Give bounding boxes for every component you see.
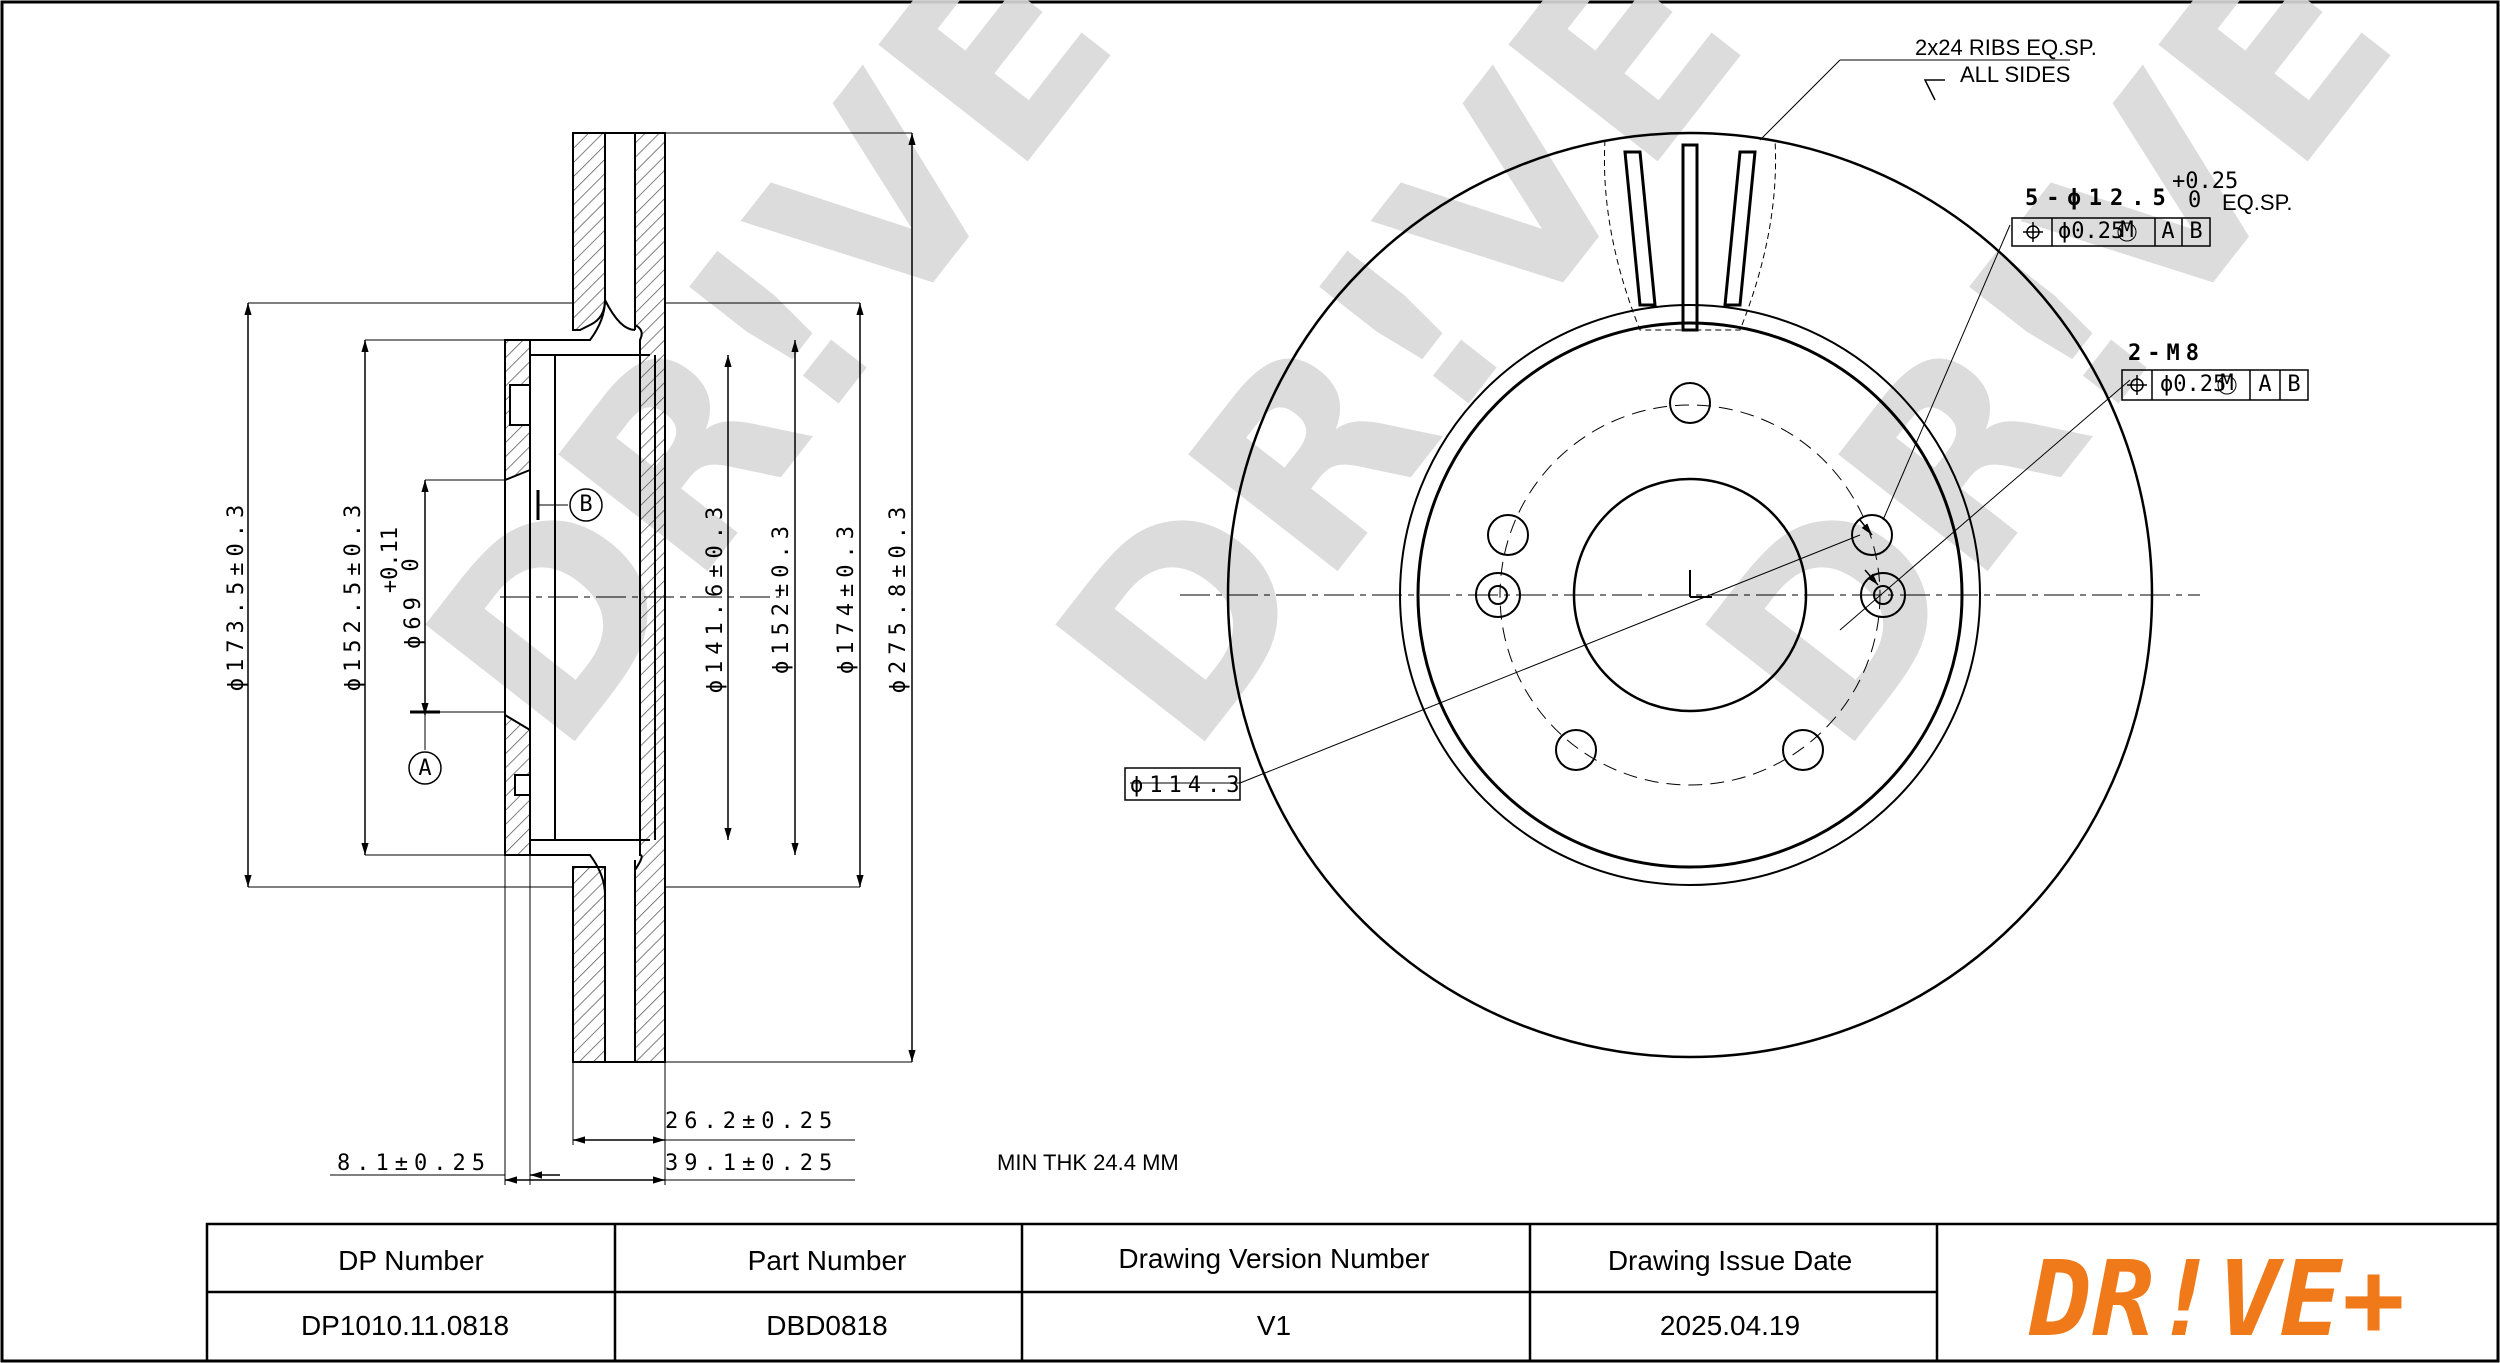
dim-152-5: ϕ152.5±0.3 <box>341 499 366 691</box>
watermark-group: DR!VE+ DR!VE+ DR!VE+ <box>371 0 2500 798</box>
rib <box>1623 150 1657 307</box>
value-dp-number: DP1010.11.0818 <box>301 1310 509 1341</box>
dim-141-6: ϕ141.6±0.3 <box>703 501 728 693</box>
value-drawing-version: V1 <box>1257 1310 1291 1341</box>
holes-eqsp: EQ.SP. <box>2222 190 2293 215</box>
header-drawing-version: Drawing Version Number <box>1118 1243 1429 1274</box>
dim-174: ϕ174±0.3 <box>834 520 859 674</box>
bolt-hole <box>1555 729 1597 771</box>
rib <box>1723 150 1757 307</box>
threaded-hole-inner <box>1488 585 1508 605</box>
dim-69-tol-lower: 0 <box>399 558 424 571</box>
thread-fcf-tol: ϕ0.25 <box>2160 372 2226 397</box>
threaded-hole-inner <box>1873 585 1893 605</box>
fcf-threads <box>2121 369 2309 401</box>
thread-fcf-datum-a: A <box>2258 372 2271 397</box>
title-block <box>205 1222 2500 1363</box>
dim-39-1: 39.1±0.25 <box>665 1151 838 1176</box>
dim-173-5: ϕ173.5±0.3 <box>224 499 249 691</box>
min-thickness-note: MIN THK 24.4 MM <box>997 1150 1179 1175</box>
header-issue-date: Drawing Issue Date <box>1608 1245 1852 1276</box>
holes-tol-upper: +0.25 <box>2172 169 2238 194</box>
watermark-right: DR!VE+ <box>1651 0 2500 798</box>
bolt-hole <box>1782 729 1824 771</box>
bolt-hole <box>1487 514 1529 556</box>
dim-26-2: 26.2±0.25 <box>665 1109 838 1134</box>
holes-fcf-mod: M <box>2120 218 2133 243</box>
front-view <box>1124 59 2309 1059</box>
datum-a-label: A <box>418 756 431 781</box>
datum-a-circle <box>408 751 442 785</box>
pcd-label: ϕ114.3 <box>1130 773 1245 798</box>
ribs-note-line2: ALL SIDES <box>1960 62 2070 87</box>
holes-fcf-datum-a: A <box>2161 219 2174 244</box>
thread-note: 2-M8 <box>2128 341 2205 366</box>
header-dp-number: DP Number <box>338 1245 484 1276</box>
fcf-holes <box>2011 217 2211 247</box>
dim-8-1: 8.1±0.25 <box>337 1151 491 1176</box>
value-issue-date: 2025.04.19 <box>1660 1310 1800 1341</box>
side-section-view <box>244 132 916 1185</box>
ribs-note-line1: 2x24 RIBS EQ.SP. <box>1915 35 2097 60</box>
holes-tol-lower: 0 <box>2188 188 2201 213</box>
thread-fcf-datum-b: B <box>2287 372 2300 397</box>
value-part-number: DBD0818 <box>766 1310 887 1341</box>
dim-69: ϕ69 <box>401 591 426 649</box>
dim-275-8: ϕ275.8±0.3 <box>886 501 911 693</box>
bolt-hole <box>1669 382 1711 424</box>
drive-logo: DR!VE+ <box>2028 1238 2405 1360</box>
threaded-hole <box>1475 572 1521 618</box>
bolt-hole <box>1851 514 1893 556</box>
holes-note: 5-ϕ12.5 <box>2025 186 2174 211</box>
pcd-label-box <box>1124 767 1241 801</box>
thread-fcf-mod: M <box>2220 371 2233 396</box>
dim-152: ϕ152±0.3 <box>769 520 794 674</box>
holes-fcf-tol: ϕ0.25 <box>2058 219 2124 244</box>
holes-fcf-datum-b: B <box>2189 219 2202 244</box>
header-part-number: Part Number <box>748 1245 907 1276</box>
datum-b-label: B <box>579 492 592 517</box>
threaded-hole <box>1860 572 1906 618</box>
datum-b-circle <box>569 488 603 522</box>
dim-69-tol-upper: +0.11 <box>378 527 403 593</box>
